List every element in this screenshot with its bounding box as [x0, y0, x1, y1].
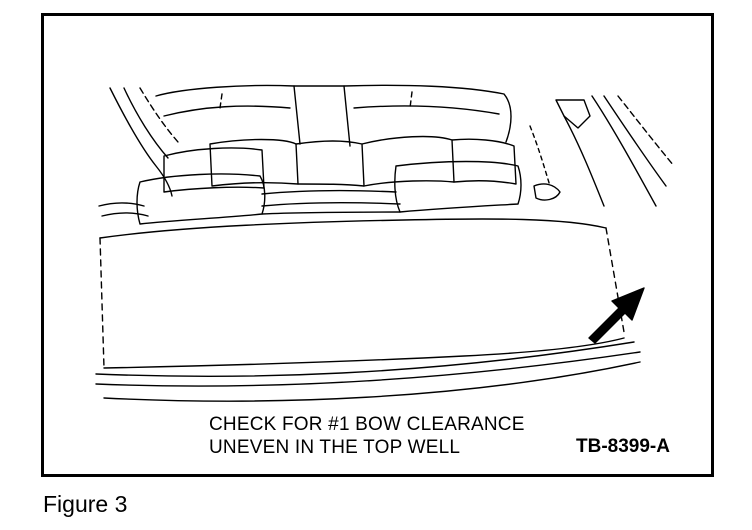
bow-line-3: [103, 361, 641, 402]
rear-seat-top-well-drawing: [95, 84, 675, 402]
center-cushion: [295, 140, 365, 187]
caption-line-2: UNEVEN IN THE TOP WELL: [209, 437, 461, 458]
bow-line-2: [95, 351, 641, 387]
bow-line-1: [95, 341, 635, 378]
right-latch: [555, 99, 591, 129]
clearance-arrow: [588, 287, 645, 344]
left-seat-bolster: [136, 173, 266, 225]
figure-label: Figure 3: [43, 491, 128, 517]
right-seat-bolster: [394, 160, 522, 213]
figure-code: TB-8399-A: [576, 436, 670, 457]
left-pillar-line: [109, 87, 173, 197]
top-well-upper-edge: [99, 218, 607, 239]
seat-back-outline: [155, 84, 512, 143]
right-bracket: [533, 183, 561, 201]
caption-line-1: CHECK FOR #1 BOW CLEARANCE: [209, 414, 525, 435]
top-well-left-edge: [99, 237, 105, 369]
illustration-frame: CHECK FOR #1 BOW CLEARANCE UNEVEN IN THE…: [41, 13, 714, 477]
right-pillar-line: [591, 95, 657, 207]
